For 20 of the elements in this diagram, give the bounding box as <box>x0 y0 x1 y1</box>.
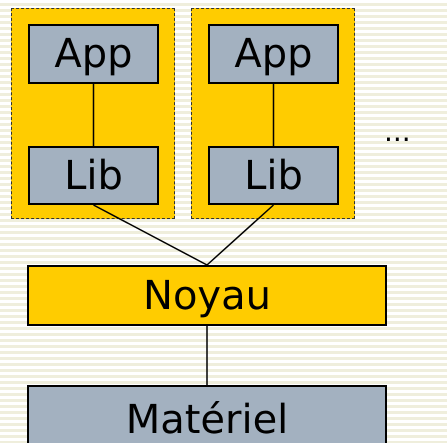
connector-line <box>206 326 208 385</box>
component-box <box>28 146 159 205</box>
connector-line <box>92 84 94 146</box>
component-box <box>27 265 387 326</box>
box-label: Matériel <box>126 400 288 440</box>
box-label: App <box>234 34 313 74</box>
ellipsis-text: ... <box>384 115 411 148</box>
connector-line <box>93 204 208 266</box>
group-container <box>11 8 175 219</box>
connector-line <box>206 204 274 266</box>
group-container <box>191 8 355 219</box>
box-label: Noyau <box>143 276 271 316</box>
connector-line <box>272 84 274 146</box>
box-label: Lib <box>64 156 123 196</box>
box-label: App <box>54 34 133 74</box>
box-label: Lib <box>244 156 303 196</box>
component-box <box>208 146 339 205</box>
component-box <box>28 24 159 84</box>
component-box <box>208 24 339 84</box>
component-box <box>27 385 387 443</box>
